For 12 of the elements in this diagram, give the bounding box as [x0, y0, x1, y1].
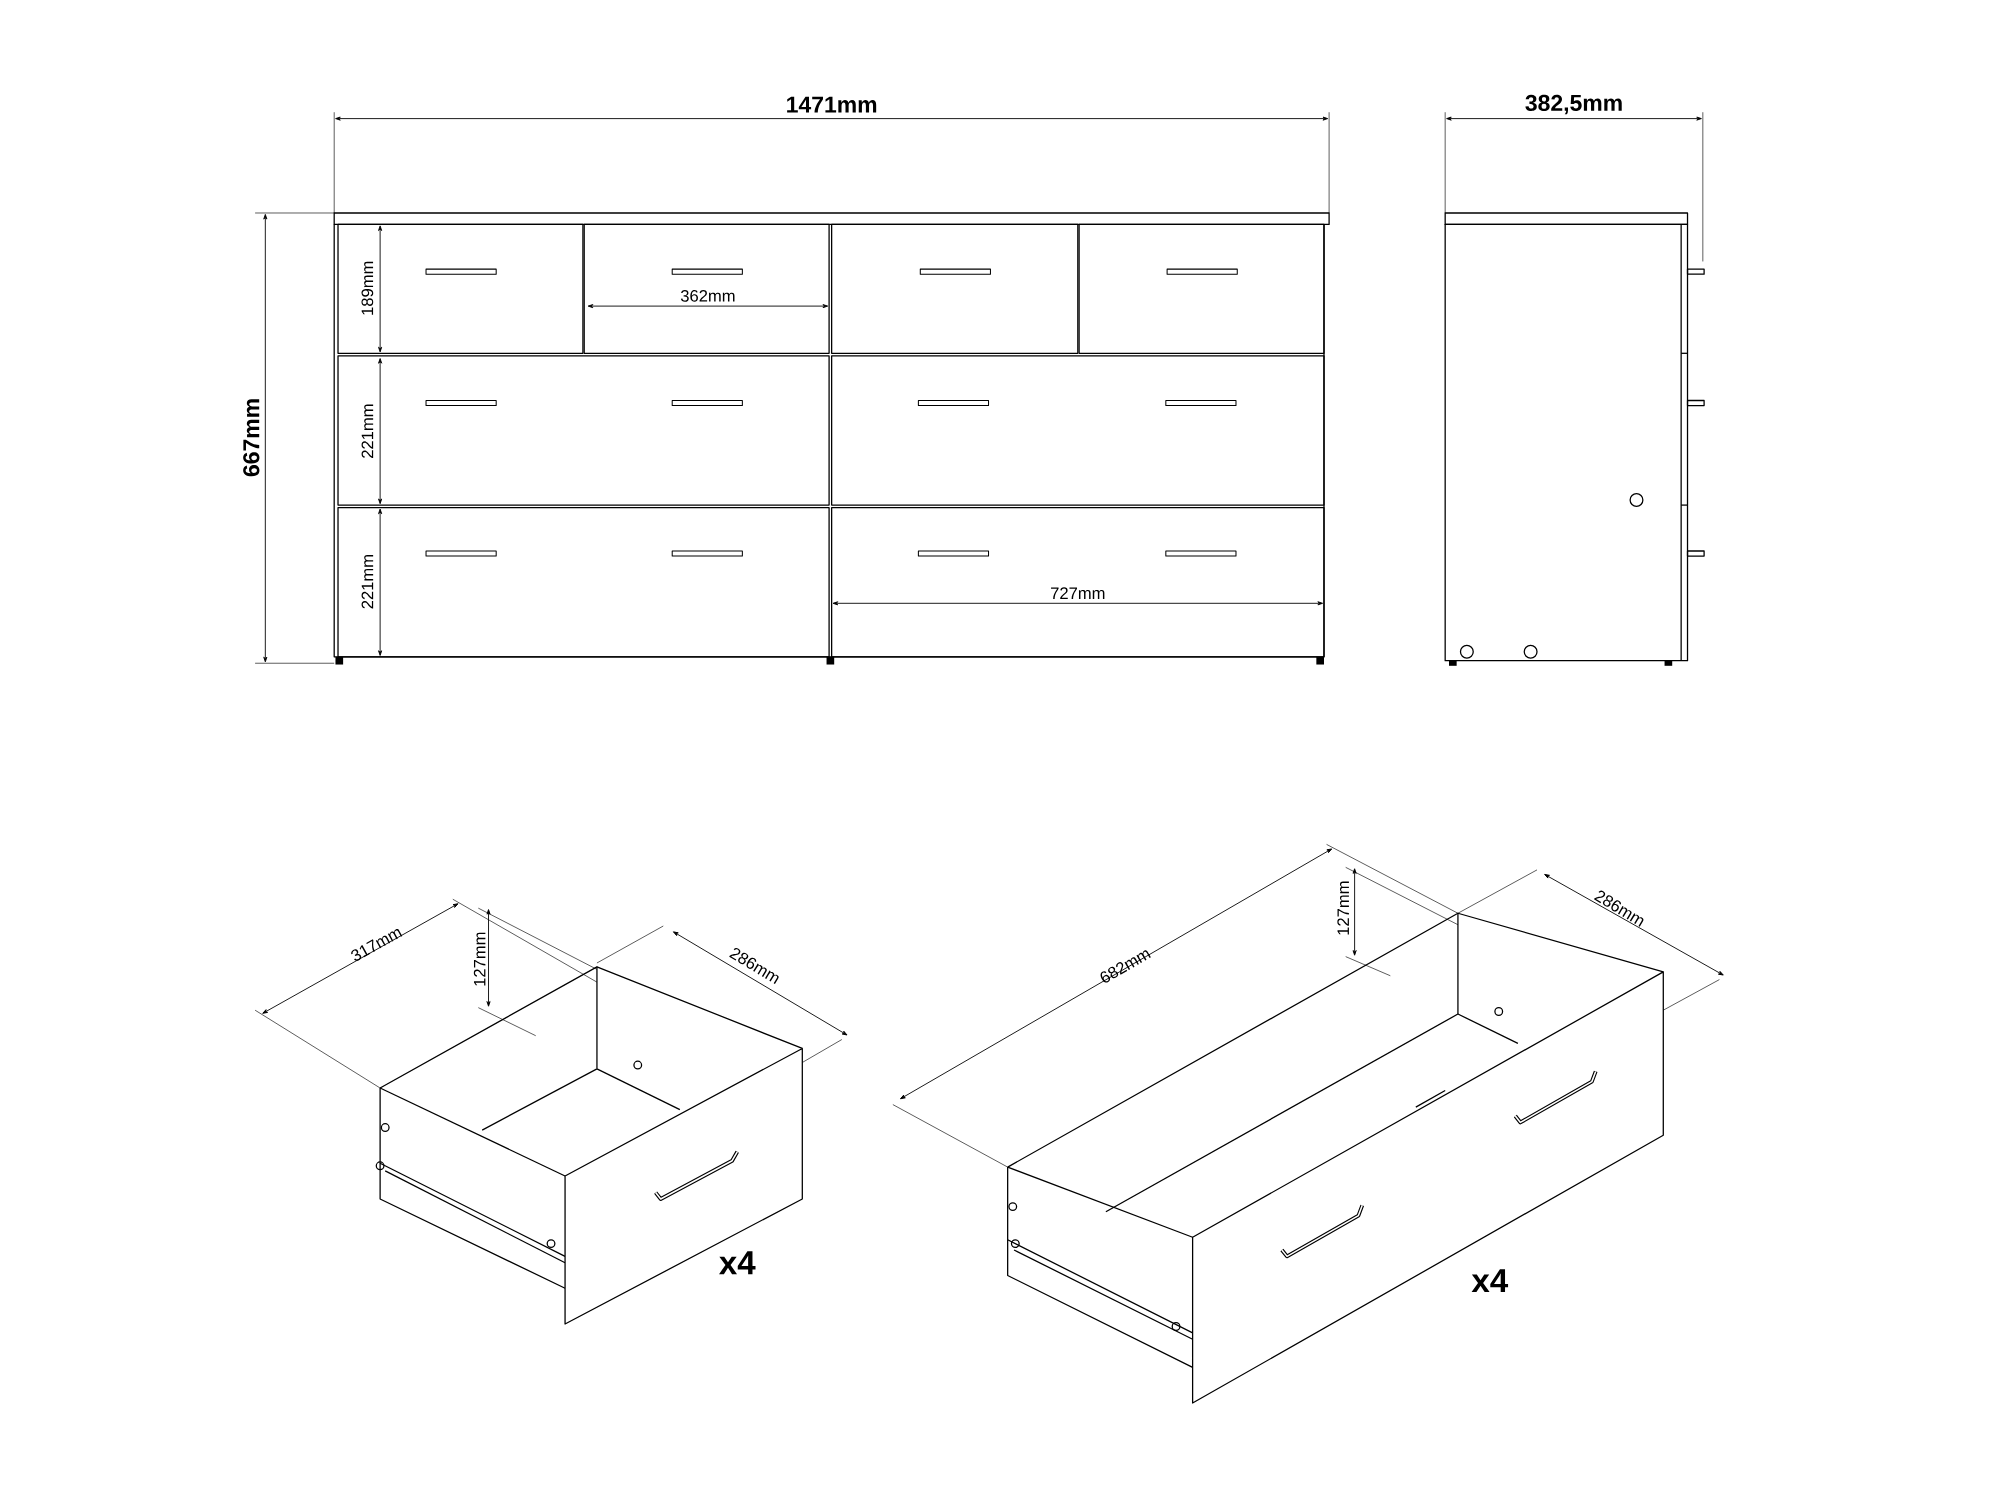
dimension-label: 221mm	[361, 555, 374, 609]
dimension-label: 221mm	[361, 404, 374, 459]
dimension-label: 127mm	[473, 932, 486, 986]
dimension-label: 382,5mm	[1525, 94, 1622, 115]
dimension-label: 127mm	[1337, 881, 1349, 935]
dimension-label: 1471mm	[787, 96, 877, 113]
quantity-label: x4	[719, 1251, 756, 1275]
dimension-label: 362mm	[680, 290, 735, 302]
dimension-label: 727mm	[1051, 587, 1105, 600]
quantity-label: x4	[1471, 1269, 1509, 1293]
dimension-label: 667mm	[243, 399, 260, 477]
dimension-label: 189mm	[361, 261, 374, 315]
